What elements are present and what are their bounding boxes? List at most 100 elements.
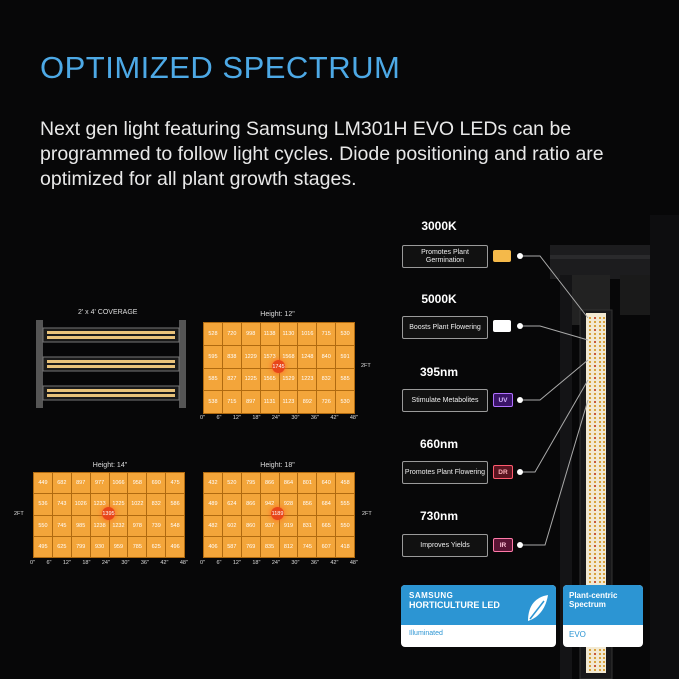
axis-tick: 48" — [349, 560, 358, 566]
grid-cell: 1130 — [279, 323, 298, 345]
grid-cell: 520 — [222, 473, 241, 494]
grid-18-axis: 0"6"12"18"24"30"36"42"48" — [200, 560, 358, 566]
grid-cell: 555 — [336, 494, 354, 515]
grid-cell: 682 — [52, 473, 71, 494]
grid-cell: 1565 — [260, 368, 279, 391]
grid-cell: 795 — [241, 473, 260, 494]
spectrum-3000k-desc: Promotes Plant Germination — [402, 245, 488, 268]
grid-cell: 530 — [336, 391, 354, 413]
axis-tick: 36" — [140, 560, 149, 566]
axis-tick: 18" — [252, 415, 261, 421]
axis-tick: 30" — [291, 415, 300, 421]
samsung-product: HORTICULTURE LED — [409, 600, 500, 610]
grid-cell: 624 — [222, 494, 241, 515]
grid-cell: 769 — [241, 536, 260, 557]
grid-cell: 607 — [317, 536, 336, 557]
axis-tick: 30" — [291, 560, 300, 566]
axis-tick: 18" — [82, 560, 91, 566]
spectrum-395nm-desc: Stimulate Metabolites — [402, 389, 488, 412]
grid-cell: 1225 — [241, 368, 260, 391]
grid-cell: 840 — [317, 345, 336, 368]
grid-cell: 743 — [52, 494, 71, 515]
axis-tick: 24" — [271, 415, 280, 421]
grid-cell: 482 — [204, 515, 222, 536]
grid-cell: 495 — [34, 536, 52, 557]
grid-14-axis: 0"6"12"18"24"30"36"42"48" — [30, 560, 188, 566]
axis-tick: 0" — [200, 560, 206, 566]
grid-cell: 958 — [128, 473, 147, 494]
grid-cell: 866 — [241, 494, 260, 515]
grid-cell: 919 — [279, 515, 298, 536]
grid-cell: 799 — [71, 536, 90, 557]
grid-cell: 937 — [260, 515, 279, 536]
grid-cell: 892 — [298, 391, 317, 413]
axis-tick: 18" — [252, 560, 261, 566]
axis-tick: 12" — [62, 560, 71, 566]
grid-cell: 1131 — [260, 391, 279, 413]
grid-cell: 432 — [204, 473, 222, 494]
light-bar-1 — [42, 327, 180, 343]
grid-cell: 528 — [204, 323, 222, 345]
grid-cell: 591 — [336, 345, 354, 368]
spectrum-730nm-desc: Improves Yields — [402, 534, 488, 557]
axis-tick: 42" — [330, 415, 339, 421]
grid-cell: 785 — [128, 536, 147, 557]
grid-cell: 665 — [317, 515, 336, 536]
grid-cell: 536 — [34, 494, 52, 515]
grid-cell: 496 — [166, 536, 184, 557]
grid-cell: 959 — [109, 536, 128, 557]
spectrum-3000k-name: 3000K — [421, 219, 457, 233]
grid-18-side: 2FT — [362, 511, 372, 517]
grid-cell: 602 — [222, 515, 241, 536]
grid-cell: 530 — [336, 323, 354, 345]
grid-14-title: Height: 14" — [92, 462, 128, 469]
grid-cell: 586 — [166, 494, 184, 515]
grid-cell: 1238 — [90, 515, 109, 536]
samsung-horticulture-badge: SAMSUNG HORTICULTURE LED Illuminated — [401, 585, 556, 647]
spectrum-5000k-desc: Boosts Plant Flowering — [402, 316, 488, 339]
grid-cell: 832 — [317, 368, 336, 391]
spectrum-395nm-name: 395nm — [419, 365, 459, 379]
spectrum-5000k-swatch — [493, 320, 511, 332]
grid-cell: 812 — [279, 536, 298, 557]
peak-marker: 1189 — [271, 507, 284, 520]
grid-cell: 835 — [260, 536, 279, 557]
ir-badge: IR — [493, 538, 513, 552]
grid-cell: 860 — [241, 515, 260, 536]
spectrum-3000k-swatch — [493, 250, 511, 262]
spectrum-5000k-name: 5000K — [421, 292, 457, 306]
axis-tick: 12" — [232, 560, 241, 566]
coverage-diagram — [36, 320, 186, 408]
grid-cell: 1529 — [279, 368, 298, 391]
axis-tick: 6" — [46, 560, 52, 566]
grid-cell: 745 — [52, 515, 71, 536]
grid-cell: 1248 — [298, 345, 317, 368]
grid-cell: 538 — [204, 391, 222, 413]
grid-cell: 1022 — [128, 494, 147, 515]
grid-cell: 595 — [204, 345, 222, 368]
grid-cell: 1229 — [241, 345, 260, 368]
grid-cell: 587 — [222, 536, 241, 557]
axis-tick: 36" — [310, 415, 319, 421]
grid-cell: 897 — [71, 473, 90, 494]
description-text: Next gen light featuring Samsung LM301H … — [40, 118, 604, 190]
grid-cell: 864 — [279, 473, 298, 494]
axis-tick: 24" — [101, 560, 110, 566]
grid-cell: 458 — [336, 473, 354, 494]
light-bar-3 — [42, 385, 180, 401]
grid-cell: 475 — [166, 473, 184, 494]
axis-tick: 42" — [160, 560, 169, 566]
axis-tick: 6" — [216, 560, 222, 566]
grid-cell: 418 — [336, 536, 354, 557]
spectrum-660nm-desc: Promotes Plant Flowering — [402, 461, 488, 484]
evo-footer: EVO — [569, 630, 586, 639]
grid-cell: 832 — [147, 494, 166, 515]
grid-cell: 489 — [204, 494, 222, 515]
grid-cell: 827 — [222, 368, 241, 391]
coverage-label: 2' x 4' COVERAGE — [78, 309, 138, 316]
grid-cell: 1026 — [71, 494, 90, 515]
grid-cell: 1123 — [279, 391, 298, 413]
axis-tick: 36" — [310, 560, 319, 566]
spectrum-730nm-name: 730nm — [419, 509, 459, 523]
